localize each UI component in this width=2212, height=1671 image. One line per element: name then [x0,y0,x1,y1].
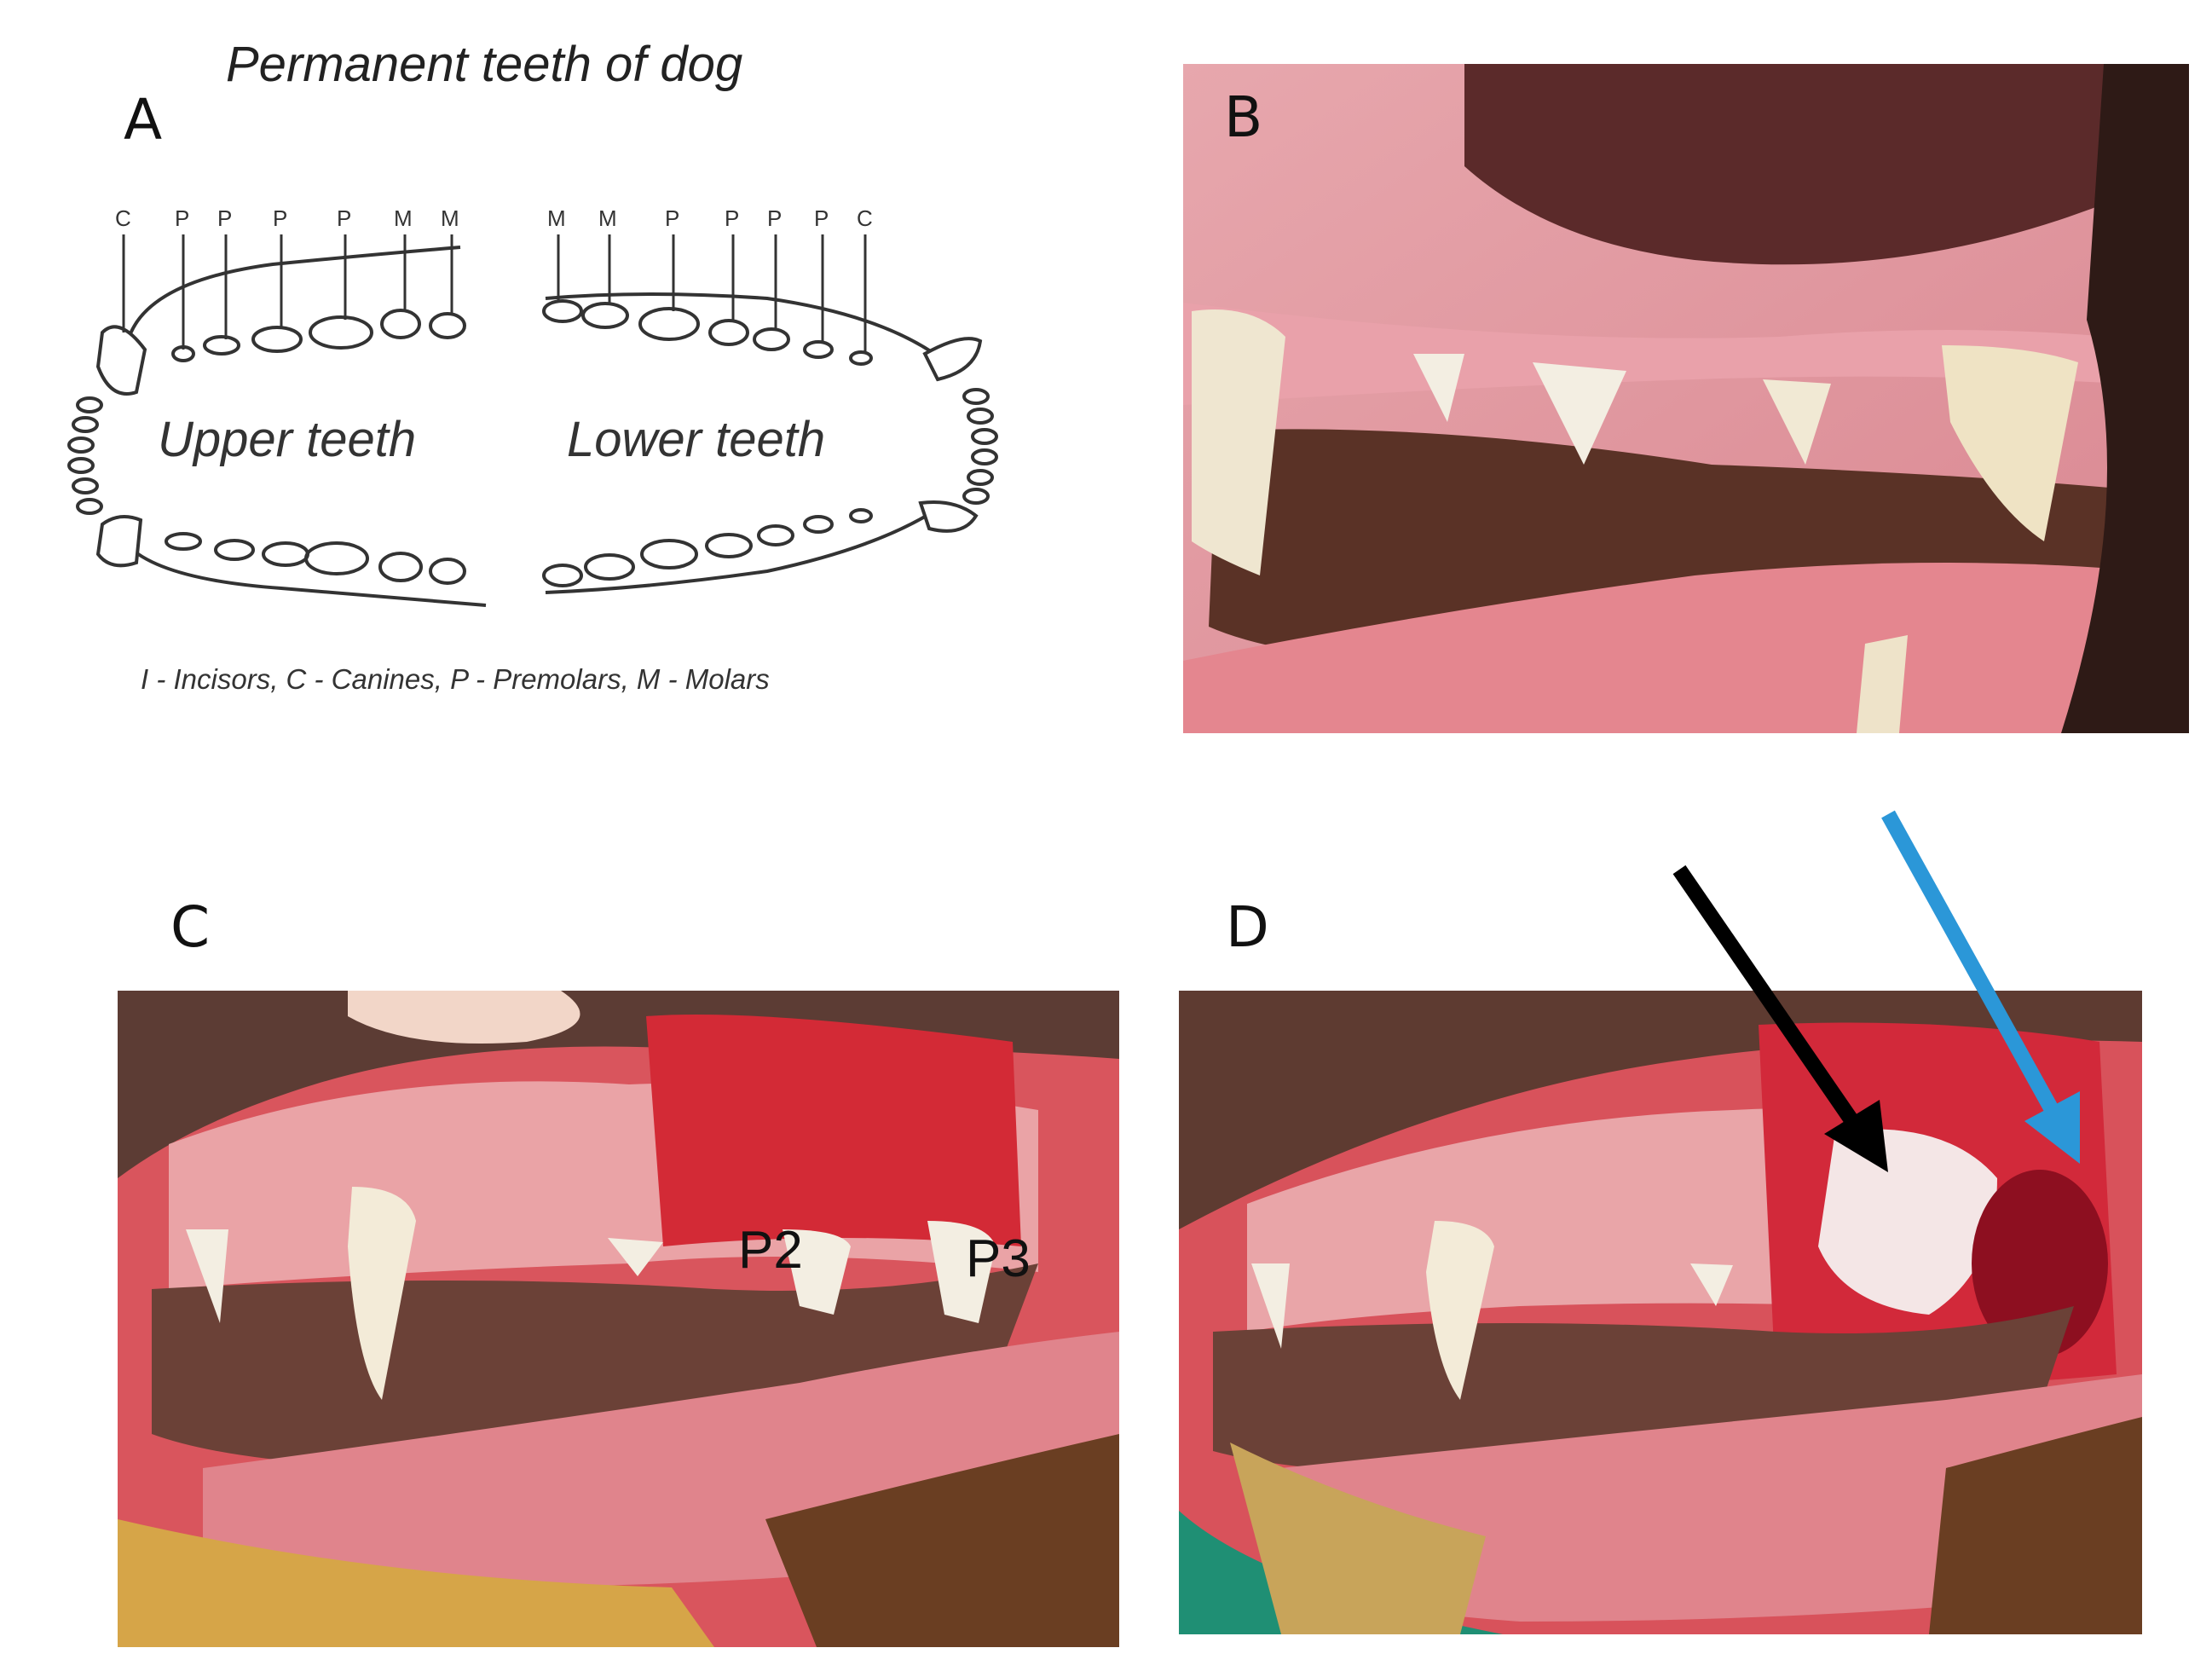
lower-tooth-label: P [665,205,679,231]
diagram-legend: I - Incisors, C - Canines, P - Premolars… [141,663,770,695]
photo-panel-b: B [1183,64,2189,733]
panel-label-b: B [1224,84,1263,150]
upper-tooth-label: P [337,205,351,231]
upper-tooth-label: P [273,205,287,231]
lower-tooth-label: M [547,205,566,231]
photo-d-image [1179,991,2142,1634]
upper-tooth-label: M [394,205,413,231]
panel-label-d: D [1226,894,1269,960]
lower-tooth-label: P [767,205,782,231]
upper-tooth-label: M [441,205,459,231]
lower-tooth-label: P [725,205,739,231]
upper-tooth-label: P [175,205,189,231]
label-p3: P3 [966,1229,1031,1288]
lower-tooth-label: M [598,205,617,231]
lower-tooth-label: P [814,205,829,231]
lower-tooth-label: C [857,205,873,231]
upper-tooth-label: P [217,205,232,231]
upper-tooth-label: C [115,205,131,231]
dental-diagram: C P P P P M M M M P P P P C Upper teeth … [67,205,998,607]
panel-label-a: A [124,87,163,153]
upper-teeth-label: Upper teeth [158,412,416,467]
photo-b-image [1183,64,2189,733]
photo-c-image: P2 P3 [118,991,1119,1647]
panel-label-c: C [170,894,211,960]
photo-panel-d [1179,991,2142,1634]
diagram-title: Permanent teeth of dog [226,37,743,92]
photo-panel-c: P2 P3 [118,991,1119,1647]
label-p2: P2 [738,1221,803,1280]
lower-teeth-label: Lower teeth [567,412,825,467]
